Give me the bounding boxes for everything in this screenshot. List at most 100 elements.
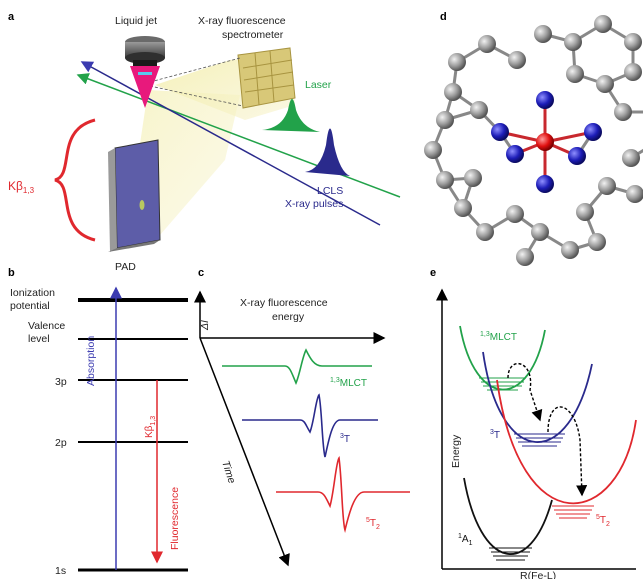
t5-label-e: 5T2 <box>596 514 610 528</box>
carbon-atom <box>444 83 462 101</box>
valence-label-2: level <box>28 333 50 345</box>
carbon-atom <box>564 33 582 51</box>
liquid-jet-stream <box>130 66 160 108</box>
carbon-atom <box>626 185 643 203</box>
mlct-potential-curve <box>459 325 546 391</box>
carbon-atom <box>534 25 552 43</box>
carbon-atom <box>478 35 496 53</box>
nitrogen-atom <box>568 147 586 165</box>
carbon-atom <box>566 65 584 83</box>
panel-c-letter: c <box>198 267 204 279</box>
iron-atom <box>536 133 554 151</box>
level-3p-label: 3p <box>55 376 67 388</box>
carbon-atom <box>464 169 482 187</box>
t5-label-c: 5T2 <box>366 517 380 531</box>
mlct-to-t3-transition <box>507 362 543 422</box>
nitrogen-atom <box>506 145 524 163</box>
carbon-atom <box>436 171 454 189</box>
t5-vibrational-levels <box>552 505 594 519</box>
ionization-label-2: potential <box>10 300 50 312</box>
panel-e: e Energy R(Fe-L) 1A1 1,3MLCT 3T <box>430 267 637 579</box>
laser-beam-line <box>76 73 401 198</box>
laser-pulse <box>262 99 320 132</box>
spectrometer-label-1: X-ray fluorescence <box>198 15 286 27</box>
carbon-atom <box>596 75 614 93</box>
carbon-atom <box>476 223 494 241</box>
jet-interaction-band <box>138 72 152 75</box>
energy-label-e: Energy <box>450 434 462 468</box>
spectrometer-label-2: spectrometer <box>222 29 284 41</box>
fluorescence-label: Fluorescence <box>169 487 181 550</box>
t3-difference-trace <box>242 393 378 458</box>
carbon-atom <box>436 111 454 129</box>
liquid-jet-nozzle <box>125 36 165 66</box>
spectrometer-crystals <box>237 47 296 109</box>
nitrogen-atom <box>536 175 554 193</box>
carbon-atom <box>516 248 534 266</box>
panel-c: c ΔI X-ray fluorescence energy Time 1,3M… <box>194 267 410 567</box>
mlct-label-c: 1,3MLCT <box>330 377 367 389</box>
carbon-atom <box>624 33 642 51</box>
time-label: Time <box>219 459 238 485</box>
panel-d-letter: d <box>440 11 447 23</box>
lcls-label-1: LCLS <box>317 185 343 197</box>
t3-label-e: 3T <box>490 429 500 441</box>
carbon-atom <box>448 53 466 71</box>
kbeta-spectrum-curve <box>54 118 96 242</box>
a1-potential-curve <box>463 477 553 555</box>
xray-pulse <box>305 128 350 176</box>
panel-b: b Ionization potential Valence level 3p … <box>8 267 188 577</box>
xray-beam-line <box>80 61 381 226</box>
panel-e-letter: e <box>430 267 436 279</box>
carbon-atom <box>531 223 549 241</box>
delta-i-label: ΔI <box>199 320 211 331</box>
lcls-label-2: X-ray pulses <box>285 198 343 210</box>
panel-a: a <box>8 11 401 273</box>
kbeta-label-b: Kβ1,3 <box>144 416 157 438</box>
carbon-atom <box>424 141 442 159</box>
nitrogen-atom <box>584 123 602 141</box>
t3-to-t5-transition <box>547 406 588 497</box>
rfel-axis-label: R(Fe-L) <box>520 570 556 579</box>
t5-difference-trace <box>276 455 410 534</box>
mlct-label-e: 1,3MLCT <box>480 331 517 343</box>
a1-vibrational-levels <box>489 547 532 561</box>
pad-detector <box>108 139 161 252</box>
panel-a-letter: a <box>8 11 15 23</box>
carbon-atom <box>594 15 612 33</box>
mlct-difference-trace <box>222 348 372 385</box>
carbon-atom <box>561 241 579 259</box>
laser-label: Laser <box>305 79 332 91</box>
t5-potential-curve <box>496 379 637 505</box>
level-2p-label: 2p <box>55 437 67 449</box>
level-1s-label: 1s <box>55 565 66 577</box>
valence-label-1: Valence <box>28 320 65 332</box>
a1-label: 1A1 <box>458 533 473 547</box>
carbon-atom <box>598 177 616 195</box>
time-axis <box>199 337 290 567</box>
nitrogen-atom <box>536 91 554 109</box>
t3-label-c: 3T <box>340 433 350 445</box>
carbon-atom <box>614 103 632 121</box>
carbon-atom <box>622 149 640 167</box>
ray-2 <box>149 85 244 107</box>
kbeta-label-a: Kβ1,3 <box>8 179 35 195</box>
carbon-atom <box>470 101 488 119</box>
absorption-label: Absorption <box>85 336 97 386</box>
carbon-atom <box>588 233 606 251</box>
fe-bpy3-molecule <box>424 15 643 266</box>
ionization-label-1: Ionization <box>10 287 55 299</box>
liquid-jet-label: Liquid jet <box>115 15 157 27</box>
panel-d: d <box>424 11 643 266</box>
ray-1 <box>149 57 241 83</box>
xray-energy-label-2: energy <box>272 311 305 323</box>
carbon-atom <box>576 203 594 221</box>
carbon-atom <box>624 63 642 81</box>
carbon-atom <box>506 205 524 223</box>
panel-b-letter: b <box>8 267 15 279</box>
pad-label: PAD <box>115 261 136 273</box>
t3-vibrational-levels <box>514 433 565 447</box>
carbon-atom <box>508 51 526 69</box>
xray-energy-label-1: X-ray fluorescence <box>240 297 328 309</box>
